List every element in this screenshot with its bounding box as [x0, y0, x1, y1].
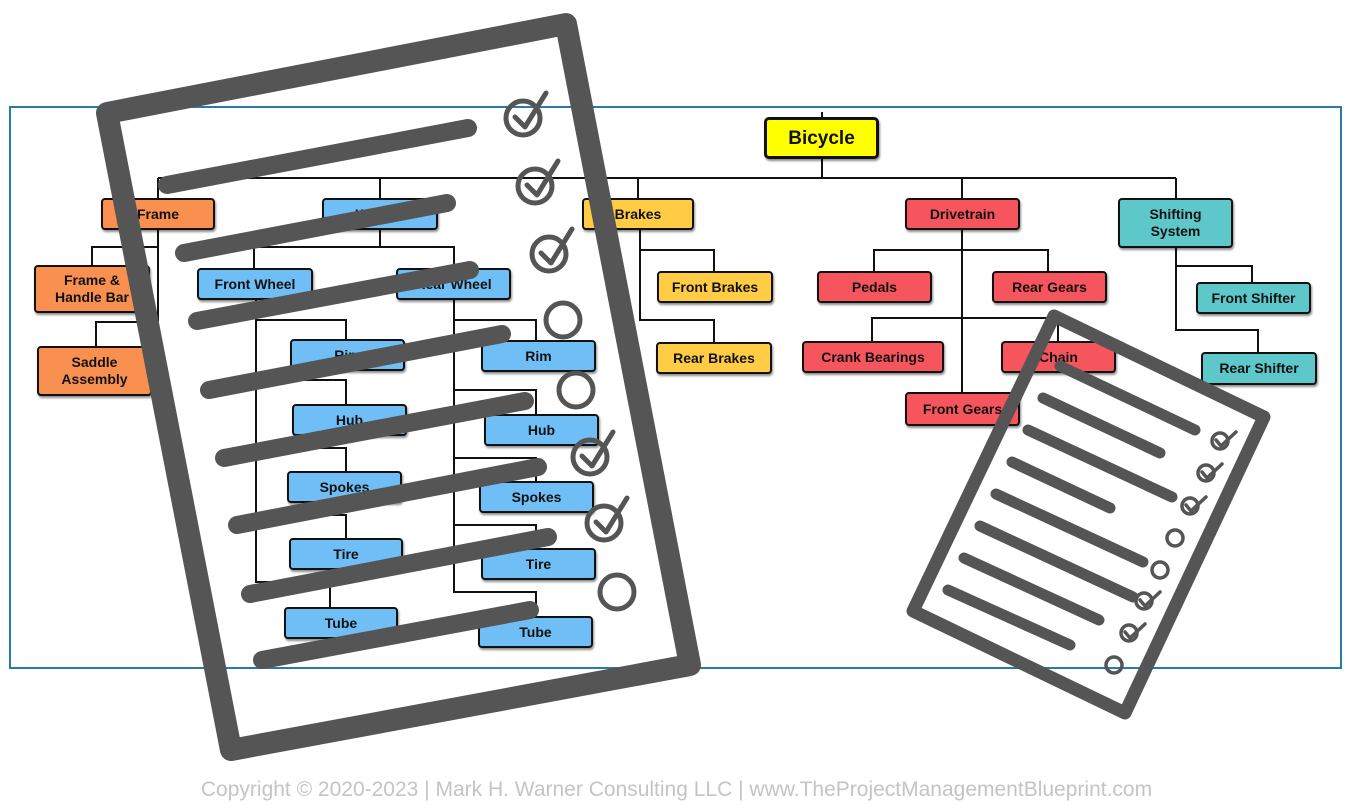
- wbs-node-wheels: Wheels: [322, 198, 438, 230]
- wbs-node-front-spokes: Spokes: [287, 471, 402, 503]
- copyright-text: Copyright © 2020-2023 | Mark H. Warner C…: [200, 778, 1153, 801]
- wbs-node-front-tire: Tire: [289, 538, 403, 570]
- wbs-node-drivetrain: Drivetrain: [905, 198, 1020, 230]
- wbs-node-front-gears: Front Gears: [905, 392, 1020, 426]
- wbs-node-rear-shifter: Rear Shifter: [1201, 352, 1317, 385]
- wbs-node-saddle-assembly: Saddle Assembly: [37, 346, 152, 396]
- wbs-node-pedals: Pedals: [817, 271, 932, 303]
- wbs-node-front-brakes: Front Brakes: [657, 271, 773, 303]
- wbs-node-rear-wheel: Rear Wheel: [396, 268, 511, 300]
- wbs-node-bicycle: Bicycle: [764, 117, 879, 159]
- wbs-node-rear-hub: Hub: [484, 414, 599, 446]
- wbs-node-front-tube: Tube: [284, 607, 398, 639]
- wbs-node-brakes: Brakes: [582, 198, 694, 230]
- wbs-node-front-shifter: Front Shifter: [1196, 282, 1311, 314]
- wbs-node-shifting-system: Shifting System: [1118, 198, 1233, 248]
- wbs-node-frame-handle-bar: Frame & Handle Bar: [34, 265, 150, 313]
- wbs-node-crank-bearings: Crank Bearings: [802, 341, 944, 373]
- wbs-node-front-wheel: Front Wheel: [197, 268, 313, 300]
- wbs-node-front-hub: Hub: [292, 404, 407, 436]
- wbs-node-frame: Frame: [101, 198, 215, 230]
- wbs-node-rear-gears: Rear Gears: [992, 271, 1107, 303]
- wbs-node-chain: Chain: [1001, 341, 1116, 373]
- wbs-node-rear-tube: Tube: [478, 616, 593, 648]
- wbs-node-rear-spokes: Spokes: [479, 481, 594, 513]
- wbs-node-rear-rim: Rim: [481, 340, 596, 372]
- wbs-node-rear-tire: Tire: [481, 548, 596, 580]
- wbs-node-front-rim: Rim: [290, 339, 405, 371]
- wbs-node-rear-brakes: Rear Brakes: [656, 342, 772, 374]
